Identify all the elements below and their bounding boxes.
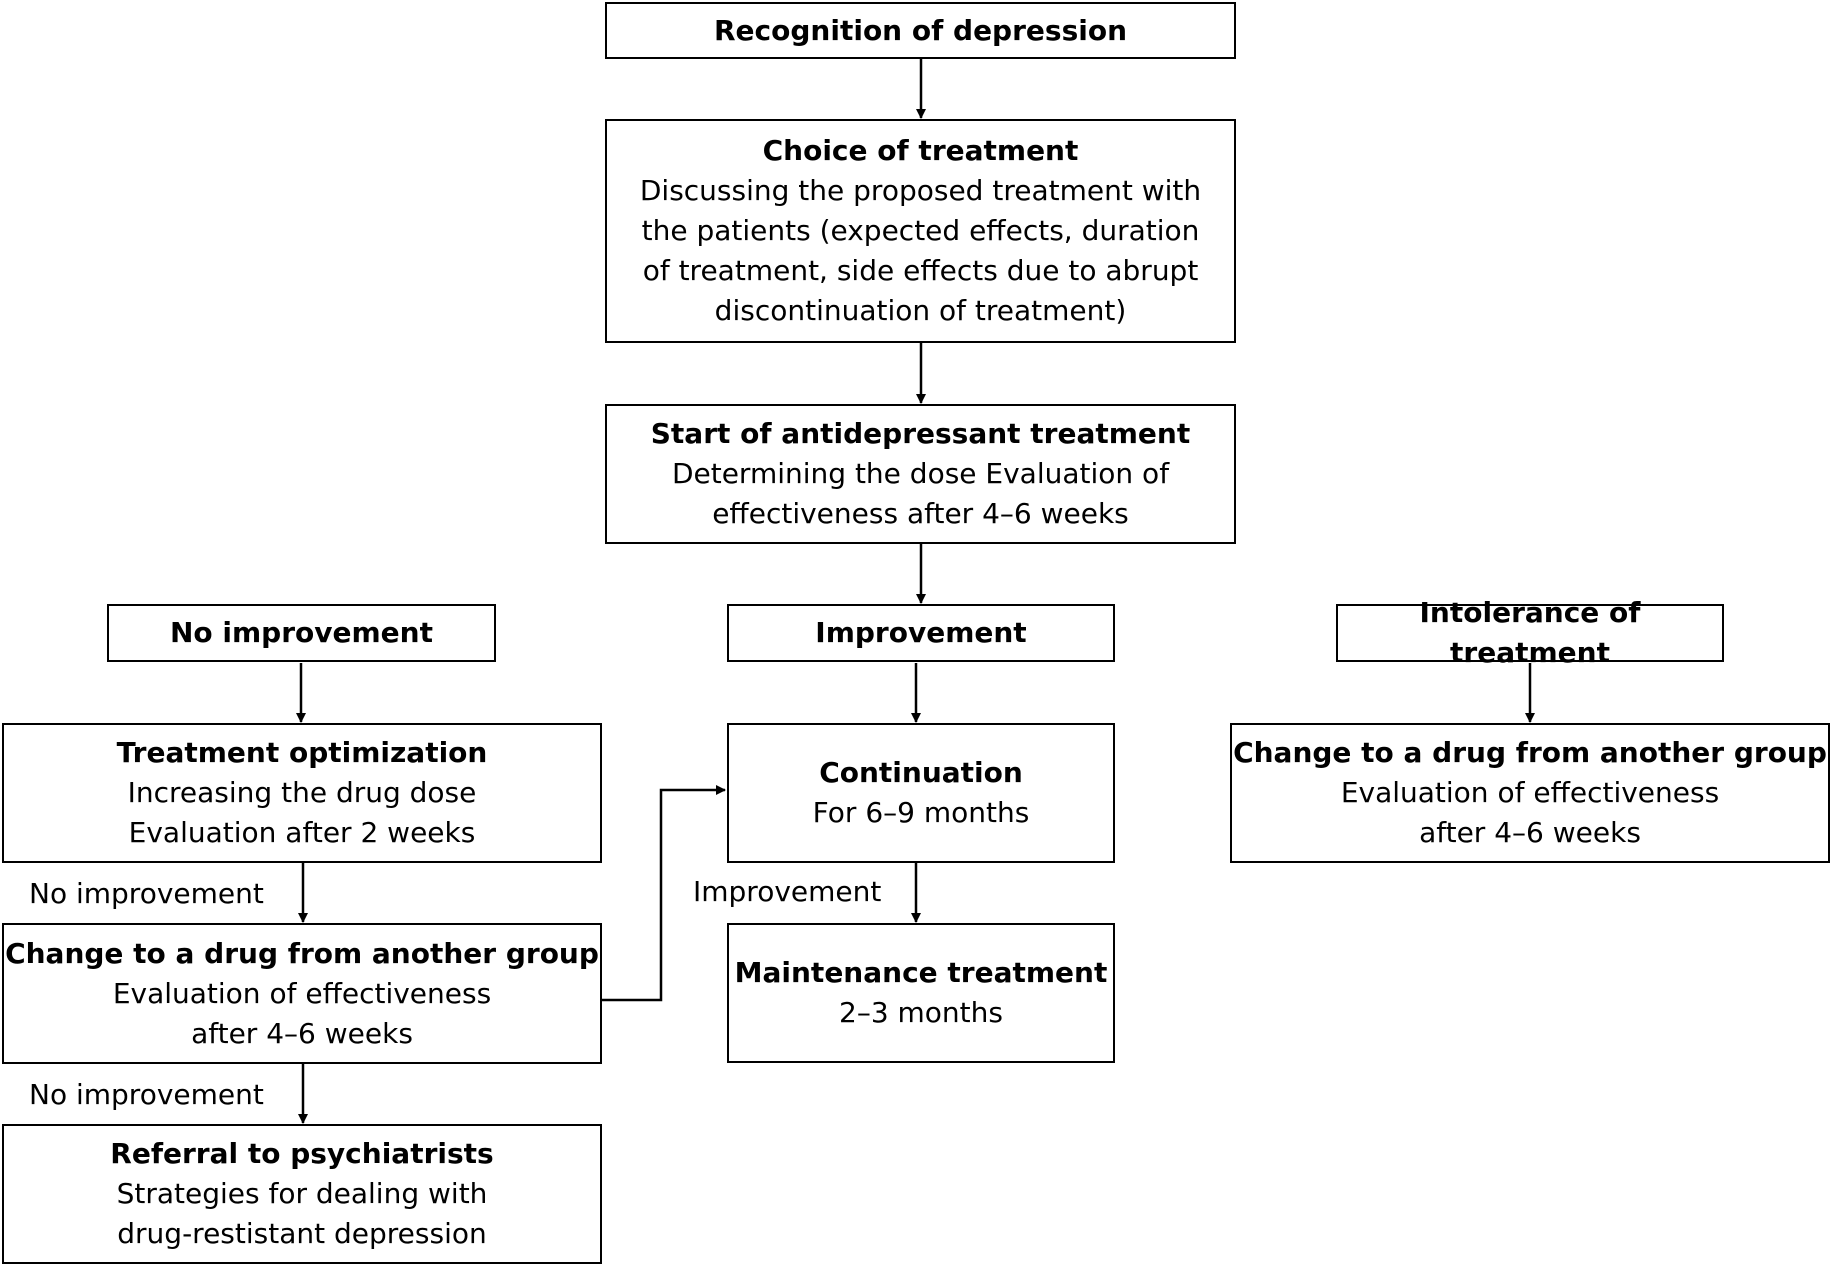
- node-line: after 4–6 weeks: [191, 1016, 413, 1050]
- node-line: of treatment, side effects due to abrupt: [642, 254, 1199, 287]
- node-continuation: Continuation For 6–9 months: [727, 723, 1115, 863]
- node-title: Referral to psychiatrists: [110, 1137, 494, 1170]
- node-no-improvement: No improvement: [107, 604, 496, 662]
- node-choice-of-treatment: Choice of treatment Discussing the propo…: [605, 119, 1236, 343]
- node-title: Recognition of depression: [714, 13, 1127, 47]
- node-line: Discussing the proposed treatment with: [639, 174, 1202, 207]
- edge-label-no-improvement-2: No improvement: [29, 1078, 264, 1111]
- arrow-change-to-continuation: [602, 785, 726, 1002]
- node-maintenance: Maintenance treatment 2–3 months: [727, 923, 1115, 1063]
- node-line: Strategies for dealing with: [116, 1177, 488, 1210]
- node-line: the patients (expected effects, duration: [641, 214, 1200, 247]
- node-title: Maintenance treatment: [734, 956, 1108, 989]
- node-title: Treatment optimization: [116, 736, 488, 769]
- edge-label-improvement: Improvement: [693, 875, 882, 908]
- node-recognition: Recognition of depression: [605, 2, 1236, 59]
- node-line: after 4–6 weeks: [1419, 816, 1641, 849]
- node-line: discontinuation of treatment): [714, 294, 1127, 327]
- node-line: 2–3 months: [839, 996, 1003, 1029]
- node-start-antidepressant: Start of antidepressant treatment Determ…: [605, 404, 1236, 544]
- node-title: Change to a drug from another group: [1233, 736, 1827, 769]
- node-title: No improvement: [169, 616, 433, 649]
- node-title: Start of antidepressant treatment: [650, 417, 1191, 450]
- node-line: drug-restistant depression: [117, 1217, 487, 1250]
- node-change-drug-left: Change to a drug from another group Eval…: [2, 923, 602, 1064]
- node-treatment-optimization: Treatment optimization Increasing the dr…: [2, 723, 602, 863]
- node-intolerance: Intolerance of treatment: [1336, 596, 1724, 669]
- node-line: Evaluation of effectiveness: [112, 976, 492, 1010]
- node-title: Improvement: [815, 616, 1027, 649]
- node-title: Continuation: [819, 756, 1023, 789]
- node-line: Evaluation of effectiveness: [1340, 776, 1720, 809]
- node-title: Intolerance of treatment: [1419, 596, 1641, 669]
- node-line: effectiveness after 4–6 weeks: [712, 497, 1129, 530]
- node-line: For 6–9 months: [812, 796, 1030, 829]
- node-change-drug-right: Change to a drug from another group Eval…: [1230, 723, 1830, 863]
- node-referral: Referral to psychiatrists Strategies for…: [2, 1124, 602, 1264]
- node-title: Change to a drug from another group: [5, 936, 599, 970]
- node-title: Choice of treatment: [762, 134, 1079, 167]
- node-line: Increasing the drug dose: [127, 776, 477, 809]
- node-improvement: Improvement: [727, 604, 1115, 662]
- edge-label-no-improvement-1: No improvement: [29, 877, 264, 910]
- node-line: Determining the dose Evaluation of: [671, 457, 1170, 490]
- node-line: Evaluation after 2 weeks: [128, 816, 476, 849]
